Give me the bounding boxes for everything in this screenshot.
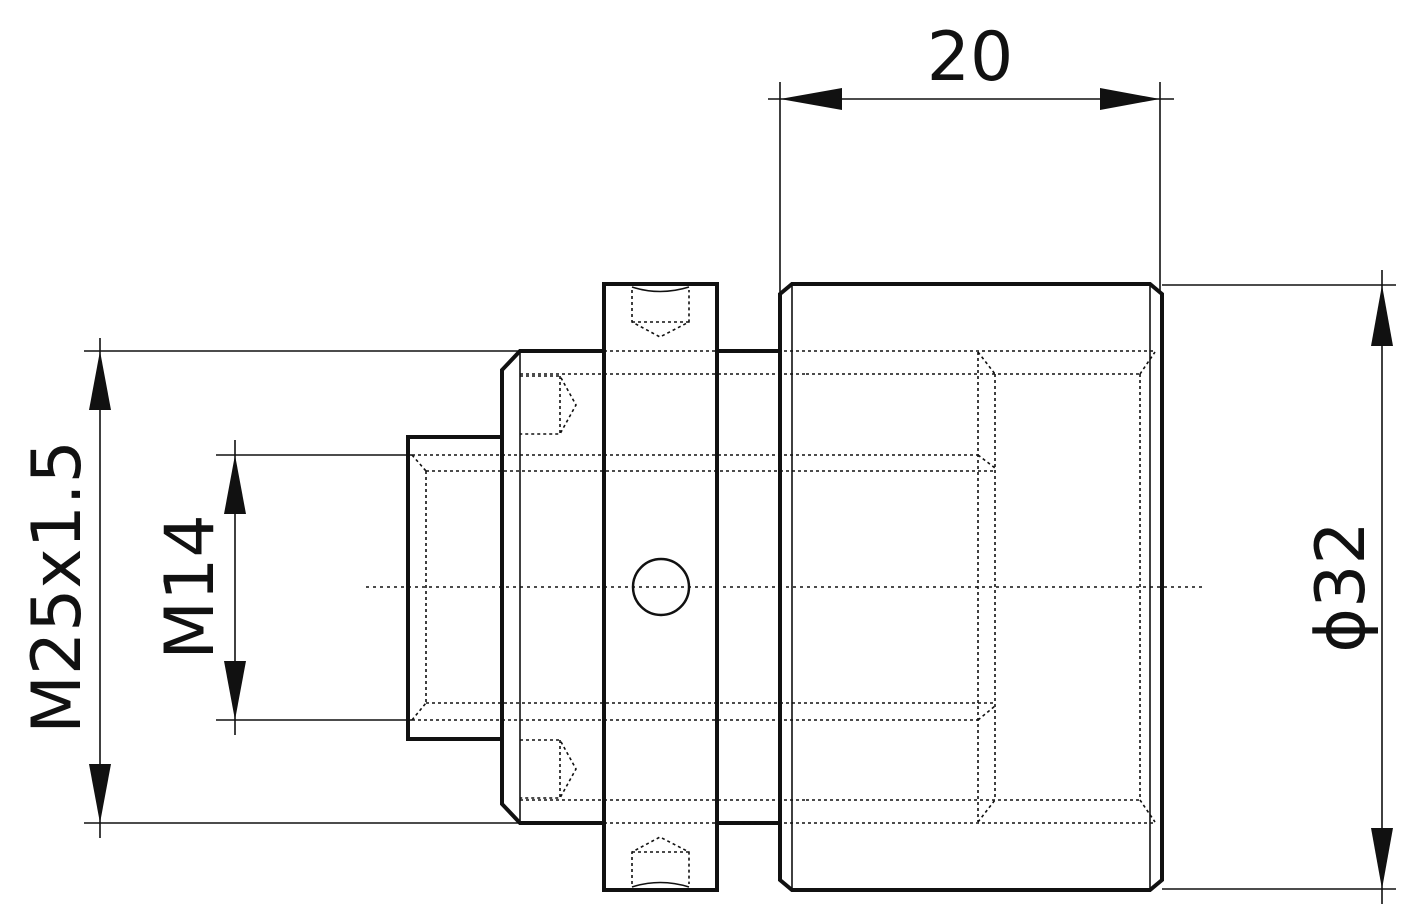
dimension-label-inner-thread: M14 (151, 514, 230, 659)
arrow-left (780, 88, 842, 110)
dimension-label-outer-diameter: ϕ32 (1302, 521, 1381, 652)
arrow-down (1371, 828, 1393, 889)
dimension-label-outer-thread: M25x1.5 (18, 440, 97, 734)
arrow-down (224, 661, 246, 720)
arrow-down (89, 764, 111, 823)
thread-spigot (500, 349, 604, 825)
dimension-label-length: 20 (927, 18, 1014, 97)
arrow-up (224, 455, 246, 514)
arrow-up (89, 351, 111, 410)
bore-hidden-lines (411, 350, 1155, 824)
dimension-outer-diameter: ϕ32 (1162, 270, 1396, 904)
arrow-right (1100, 88, 1160, 110)
arrow-up (1371, 285, 1393, 346)
dimension-inner-thread: M14 (151, 440, 412, 735)
dimension-outer-thread: M25x1.5 (18, 338, 520, 838)
thread-stub (406, 435, 502, 741)
dimension-length: 20 (768, 18, 1174, 292)
